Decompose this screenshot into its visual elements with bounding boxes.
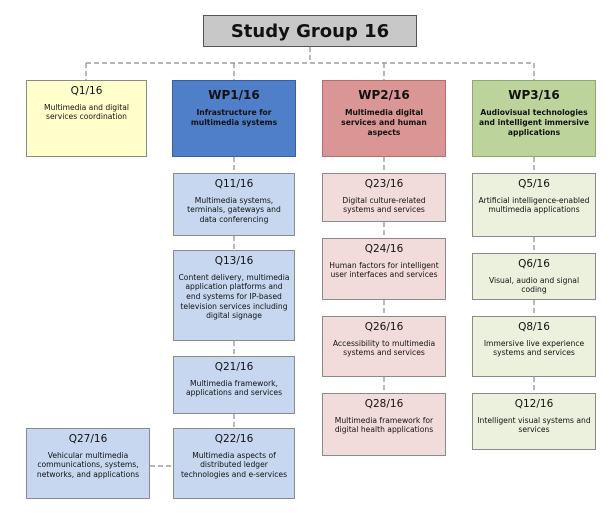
q8-desc: Immersive live experience systems and se… [483,338,585,358]
wp2-desc: Multimedia digital services and human as… [341,108,427,137]
q13-code: Q13/16 [214,255,254,267]
q23-box: Q23/16 Digital culture-related systems a… [322,173,446,222]
q28-code: Q28/16 [364,398,404,410]
q28-box: Q28/16 Multimedia framework for digital … [322,393,446,456]
q23-desc: Digital culture-related systems and serv… [342,195,426,215]
wp2-code: WP2/16 [358,88,410,102]
wp3-box: WP3/16 Audiovisual technologies and inte… [472,80,596,157]
q5-code: Q5/16 [518,178,550,190]
q6-desc: Visual, audio and signal coding [488,275,580,295]
q12-box: Q12/16 Intelligent visual systems and se… [472,393,596,450]
wp1-box: WP1/16 Infrastructure for multimedia sys… [172,80,296,157]
q24-desc: Human factors for intelligent user inter… [329,260,439,280]
q24-box: Q24/16 Human factors for intelligent use… [322,238,446,300]
study-group-title: Study Group 16 [203,15,417,47]
q1-desc: Multimedia and digital services coordina… [44,102,129,122]
q12-desc: Intelligent visual systems and services [477,415,591,435]
q6-box: Q6/16 Visual, audio and signal coding [472,253,596,300]
wp1-desc: Infrastructure for multimedia systems [190,108,278,128]
q1-box: Q1/16 Multimedia and digital services co… [26,80,147,157]
q8-code: Q8/16 [518,321,550,333]
wp3-code: WP3/16 [508,88,560,102]
q22-code: Q22/16 [214,433,254,445]
q23-code: Q23/16 [364,178,404,190]
q27-box: Q27/16 Vehicular multimedia communicatio… [26,428,150,499]
q1-code: Q1/16 [70,85,103,97]
q21-box: Q21/16 Multimedia framework, application… [173,356,295,414]
q22-desc: Multimedia aspects of distributed ledger… [180,450,288,479]
wp2-box: WP2/16 Multimedia digital services and h… [322,80,446,157]
q22-box: Q22/16 Multimedia aspects of distributed… [173,428,295,499]
q13-box: Q13/16 Content delivery, multimedia appl… [173,250,295,341]
q24-code: Q24/16 [364,243,404,255]
q27-desc: Vehicular multimedia communications, sys… [36,450,140,479]
q13-desc: Content delivery, multimedia application… [178,272,290,321]
q5-box: Q5/16 Artificial intelligence-enabled mu… [472,173,596,237]
q12-code: Q12/16 [514,398,554,410]
wp3-desc: Audiovisual technologies and intelligent… [478,108,590,137]
wp1-code: WP1/16 [208,88,260,102]
q28-desc: Multimedia framework for digital health … [334,415,434,435]
q26-code: Q26/16 [364,321,404,333]
q27-code: Q27/16 [68,433,108,445]
q5-desc: Artificial intelligence-enabled multimed… [478,195,590,215]
q11-code: Q11/16 [214,178,254,190]
q26-box: Q26/16 Accessibility to multimedia syste… [322,316,446,377]
q6-code: Q6/16 [518,258,550,270]
q11-box: Q11/16 Multimedia systems, terminals, ga… [173,173,295,236]
q21-code: Q21/16 [214,361,254,373]
q21-desc: Multimedia framework, applications and s… [185,378,283,398]
q26-desc: Accessibility to multimedia systems and … [332,338,436,358]
q11-desc: Multimedia systems, terminals, gateways … [187,195,281,224]
q8-box: Q8/16 Immersive live experience systems … [472,316,596,377]
